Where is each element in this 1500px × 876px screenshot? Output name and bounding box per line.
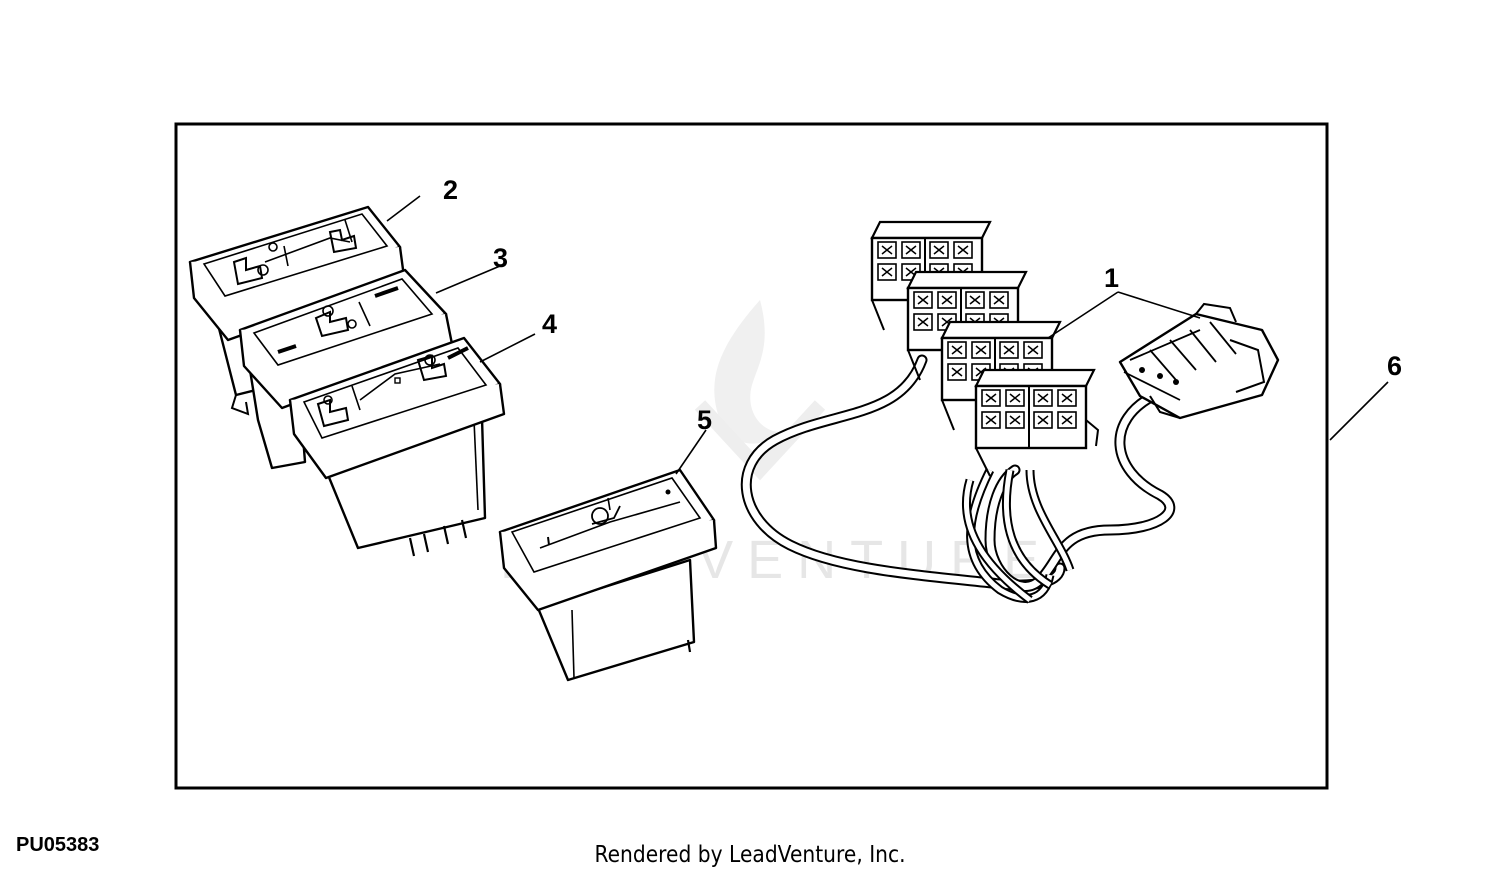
wiring-harness-1 bbox=[740, 222, 1280, 604]
callout-3: 3 bbox=[493, 243, 508, 273]
footer-credit: Rendered by LeadVenture, Inc. bbox=[594, 842, 906, 868]
callout-5: 5 bbox=[697, 405, 712, 435]
figure-id: PU05383 bbox=[16, 834, 100, 856]
switch-2 bbox=[188, 195, 421, 416]
callout-6-leader bbox=[1329, 381, 1389, 441]
callout-1: 1 bbox=[1104, 263, 1119, 293]
switch-4 bbox=[288, 333, 536, 557]
diagram-frame bbox=[174, 122, 1329, 790]
callout-6: 6 bbox=[1387, 351, 1402, 381]
switch-5 bbox=[498, 429, 718, 682]
switch-3 bbox=[238, 265, 501, 470]
callout-4: 4 bbox=[542, 309, 557, 339]
callout-2: 2 bbox=[443, 175, 458, 205]
